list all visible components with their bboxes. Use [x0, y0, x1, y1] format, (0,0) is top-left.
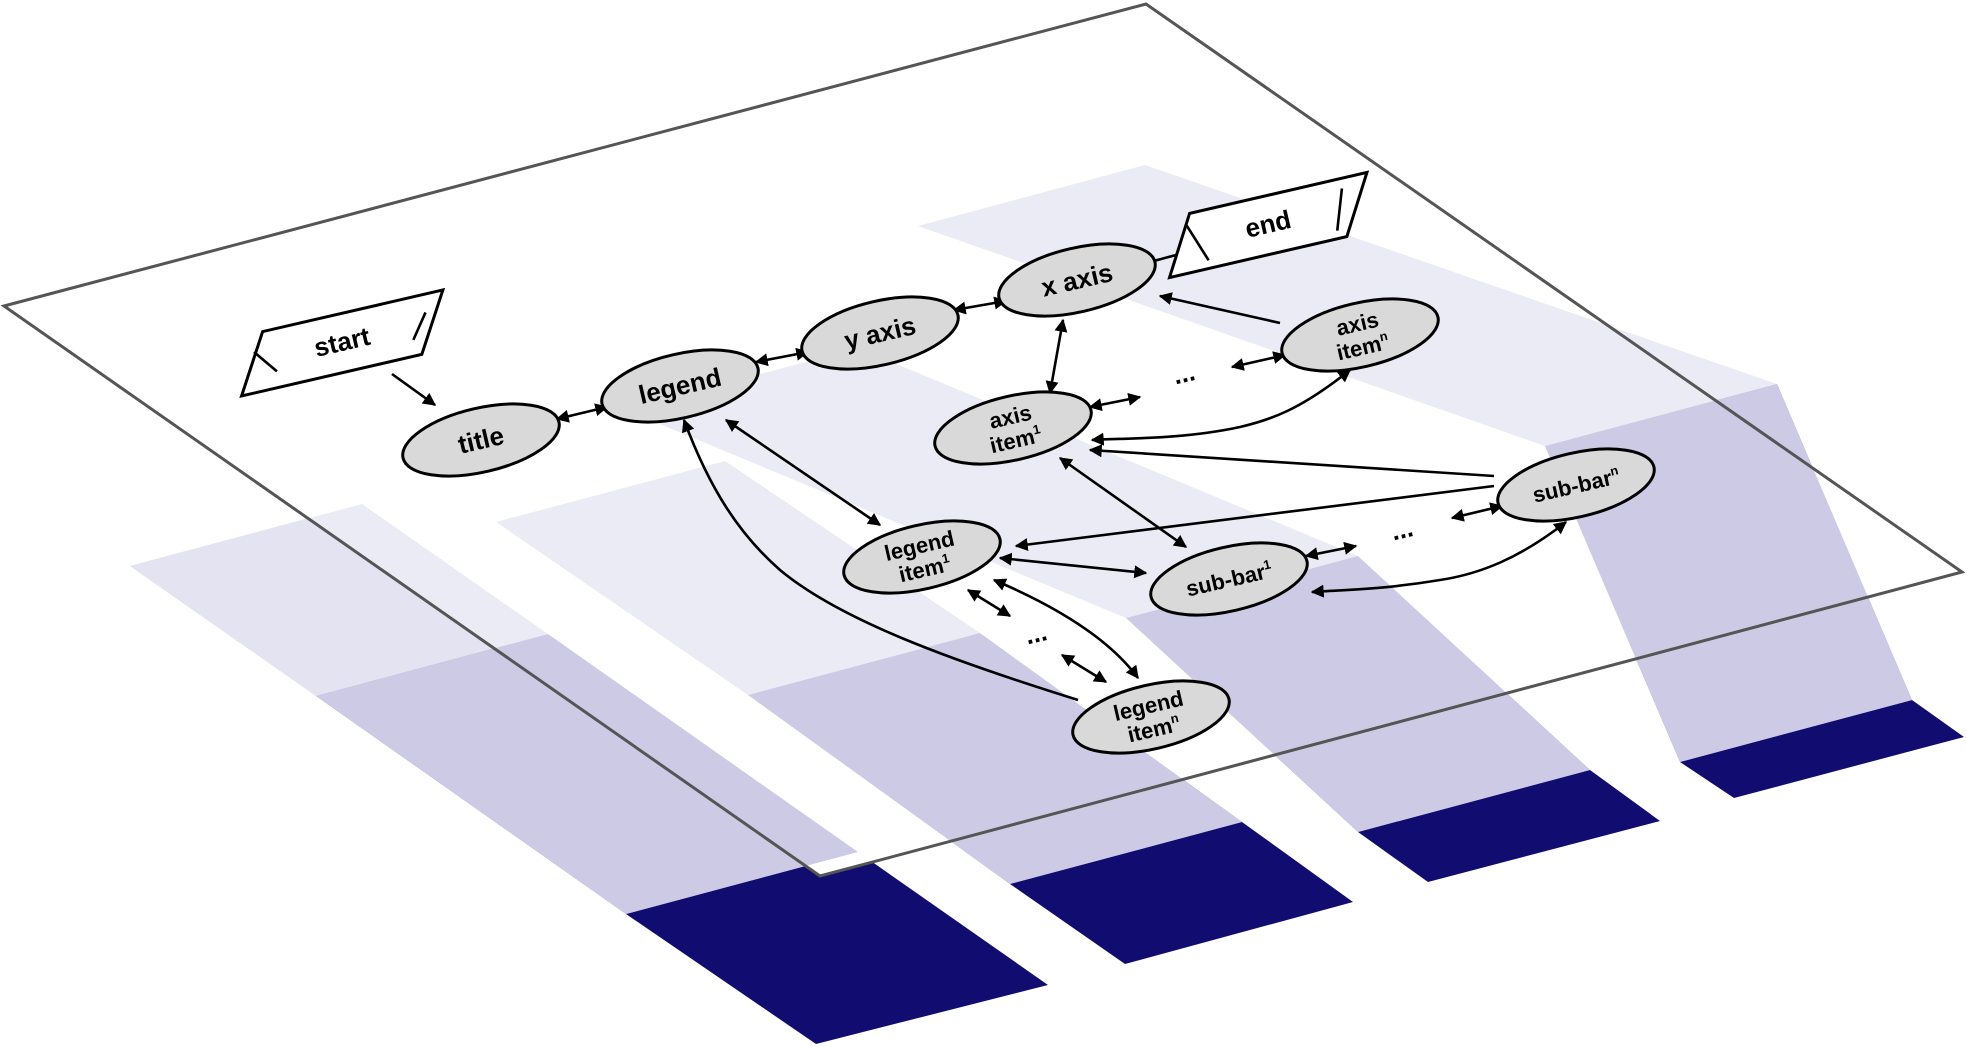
node-sub-bar-n: sub-barn — [1496, 447, 1656, 523]
edge-subbarn-axisitem1 — [1088, 444, 1495, 478]
edge-axisitem1-subbar1 — [1058, 456, 1188, 549]
edge-axisitemn-xaxis — [1158, 292, 1281, 325]
legend-item-n-sup: n — [1169, 710, 1180, 726]
node-end: end — [1167, 170, 1370, 280]
y-axis-ellipse — [800, 295, 960, 371]
node-sub-bar-1: sub-bar1 — [1149, 541, 1309, 617]
legend-ellipse — [600, 348, 760, 424]
start-right-slash — [412, 311, 427, 341]
node-title: title — [401, 402, 561, 478]
x-axis-ellipse — [997, 242, 1157, 318]
title-ellipse — [401, 402, 561, 478]
edge-legenditem1-subbar1 — [998, 552, 1148, 579]
edge-xaxis-axisitem1 — [1045, 318, 1068, 395]
node-axis-item-1: axis item1 — [933, 390, 1093, 466]
axis-item-1-sup: 1 — [1031, 421, 1041, 437]
start-left-slash — [253, 351, 278, 373]
plane-panel-3 — [626, 348, 1358, 618]
axis-item-n-sup: n — [1378, 328, 1389, 344]
node-x-axis: x axis — [997, 242, 1157, 318]
edges — [391, 244, 1568, 702]
plane-panel-3-lower — [1126, 556, 1590, 832]
sub-bar-n-sup: n — [1609, 462, 1620, 478]
plane-panel-2-lower — [748, 633, 1242, 884]
node-legend: legend — [600, 348, 760, 424]
node-axis-item-n: axis itemn — [1280, 297, 1440, 373]
end-left-slash — [1184, 223, 1210, 261]
edge-axisitemn-axisitem1 — [1090, 368, 1352, 446]
plane-panel-1-lower — [316, 634, 858, 914]
node-start: start — [239, 287, 446, 399]
sub-bar-n-ellipse — [1496, 447, 1656, 523]
edge-legend-legenditem1 — [724, 418, 882, 527]
edge-start-title — [391, 372, 437, 407]
diagram-plane-border — [0, 2, 1966, 878]
legend-item-1-ellipse — [842, 519, 1002, 595]
edge-subbarn-subbar1 — [1310, 520, 1568, 598]
edge-yaxis-xaxis — [952, 296, 1008, 315]
axis-item-n-ellipse — [1280, 297, 1440, 373]
bar-3-dark-band — [1358, 770, 1660, 882]
edge-subbarn-ellipsis — [1450, 502, 1504, 522]
edge-title-legend — [555, 403, 609, 423]
end-hexagon — [1167, 170, 1370, 280]
legend-item-n-ellipse — [1071, 679, 1231, 755]
bar-1-dark-band — [626, 852, 1048, 1044]
node-y-axis: y axis — [800, 295, 960, 371]
end-right-slash — [1335, 188, 1344, 231]
legend-item-1-sup: 1 — [940, 550, 950, 566]
edge-legend-yaxis — [754, 347, 810, 367]
plane-panel-1 — [130, 504, 548, 696]
axis-item-1-ellipse — [933, 390, 1093, 466]
node-legend-item-1: legend item1 — [842, 519, 1002, 595]
edge-ellipsis-axisitemn — [1230, 351, 1287, 371]
plane-panel-2 — [496, 461, 980, 695]
edge-legenditem1-legenditemn — [992, 578, 1140, 680]
edge-legenditemn-legend — [681, 418, 1079, 702]
node-legend-item-n: legend itemn — [1071, 679, 1231, 755]
bar-2-dark-band — [1010, 822, 1353, 964]
sub-bar-1-ellipse — [1149, 541, 1309, 617]
bar-4-dark-band — [1680, 700, 1964, 798]
plane-panel-4-lower — [1545, 384, 1912, 762]
sub-bar-1-sup: 1 — [1262, 556, 1272, 572]
